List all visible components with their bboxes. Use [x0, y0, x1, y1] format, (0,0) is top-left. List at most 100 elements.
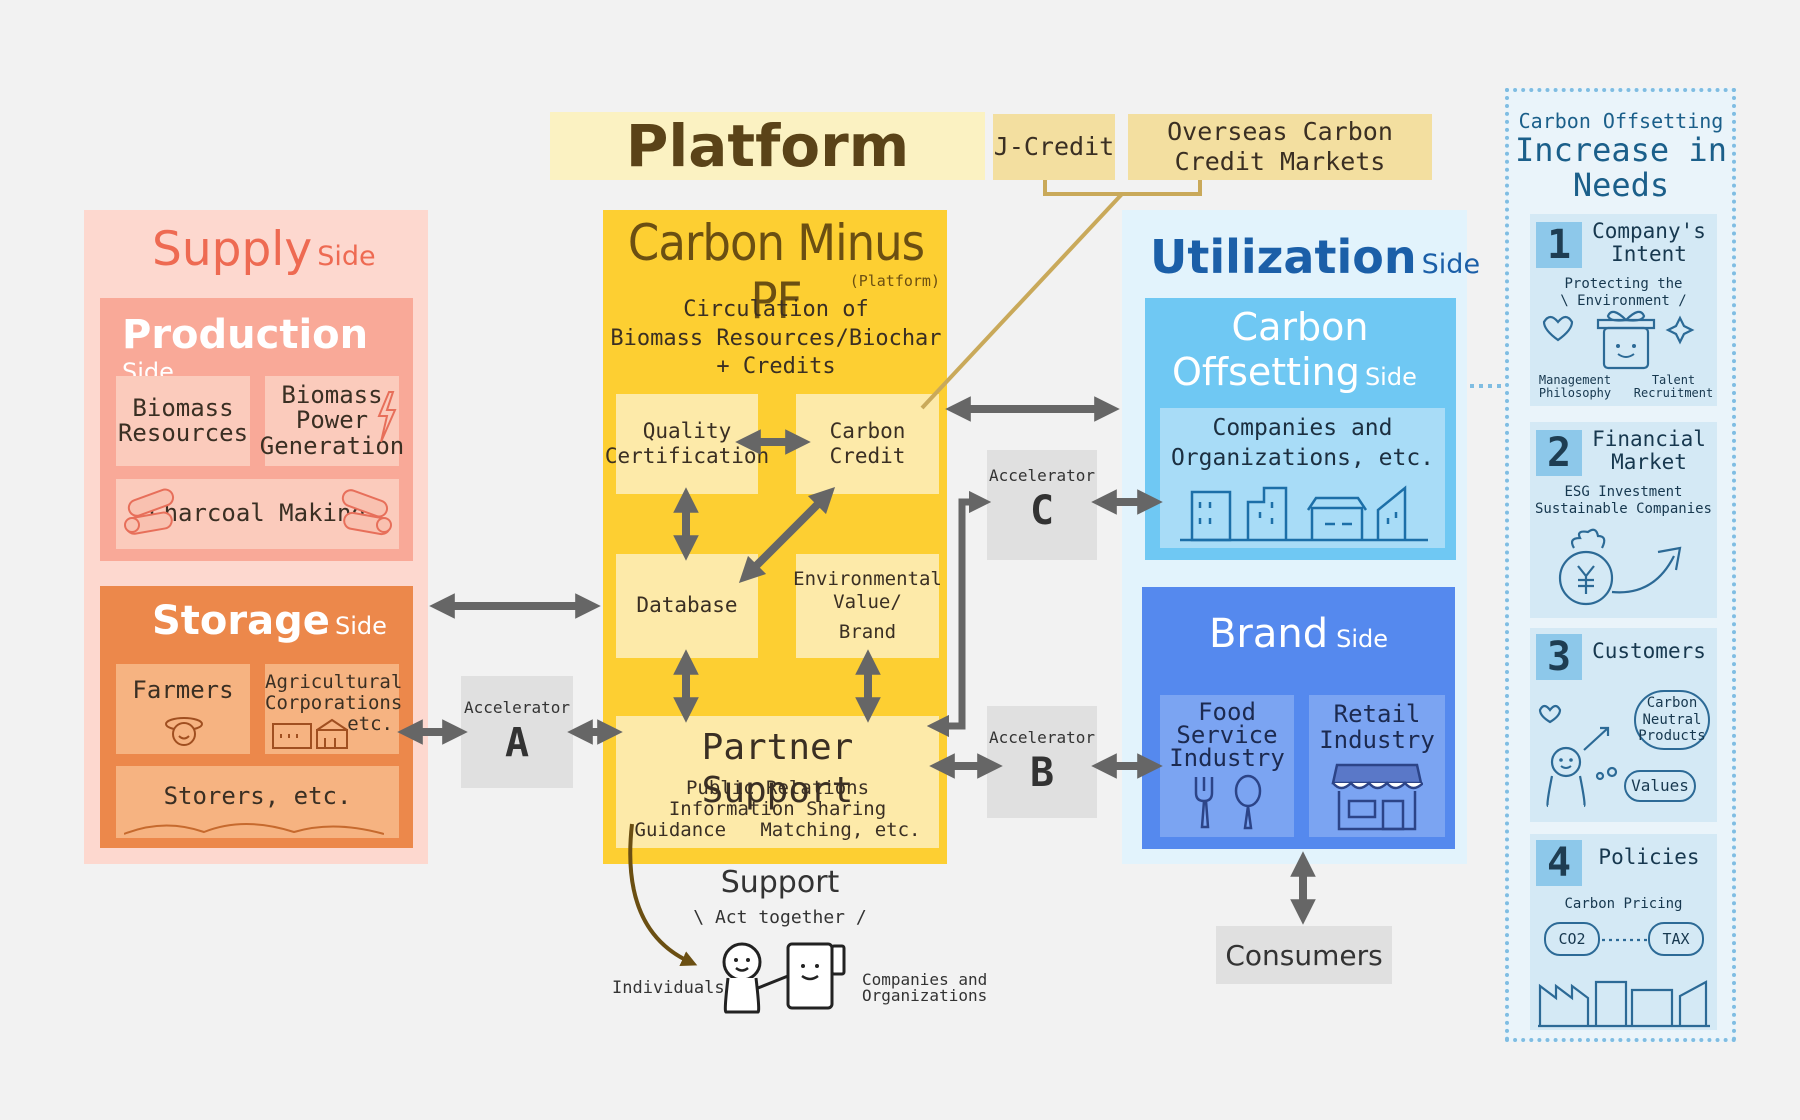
need-1-foot-right: Talent Recruitment [1630, 373, 1717, 400]
need-1-sub-line-1: Protecting the [1564, 276, 1683, 292]
accelerator-c-label: Accelerator [989, 466, 1095, 485]
overseas-line-1: Overseas Carbon [1167, 117, 1393, 146]
city-buildings-icon [1180, 485, 1428, 542]
consumers-box: Consumers [1216, 926, 1392, 984]
needs-heading-small: Carbon Offsetting [1518, 108, 1724, 133]
biomass-resources-line-2: Resources [117, 419, 249, 447]
food-line-1: Food [1198, 698, 1256, 726]
companies-orgs-box: Companies and Organizations, etc. [1160, 408, 1445, 548]
biomass-power-line-2: Power [295, 406, 369, 435]
need-3-title: Customers [1592, 639, 1706, 663]
agricultural-corporations-box: Agricultural Corporations etc. [265, 664, 403, 754]
pf-subtitle: (Platform) [849, 272, 940, 290]
pf-desc-line-2: Biomass Resources/Biochar [610, 325, 942, 351]
lightning-icon [377, 391, 397, 443]
env-value-line-3: Brand [838, 621, 897, 644]
co2-cloud-label: CO2 [1544, 922, 1600, 956]
money-bag-growth-icon [1558, 528, 1682, 606]
bubble-line-2: Neutral [1642, 711, 1702, 728]
partner-support-box: Partner Support Public Relations Informa… [616, 716, 939, 848]
storage-side-word: Side [334, 612, 387, 640]
need-1-title-line-2: Intent [1611, 242, 1687, 267]
need-1-sub-line-2: \ Environment / [1560, 292, 1687, 309]
need-card-policies: 4 Policies Carbon Pricing CO2 TAX [1530, 834, 1717, 1030]
biomass-resources-line-1: Biomass [132, 393, 234, 422]
production-title-word: Production [122, 312, 369, 358]
accelerator-a: Accelerator A [461, 676, 573, 788]
credit-market-link-line [920, 192, 1124, 410]
storers-label: Storers, etc. [163, 782, 352, 810]
partner-line-2: Information Sharing [668, 797, 887, 820]
pf-desc-line-3: + Credits [716, 354, 836, 380]
need-2-sub-line-1: ESG Investment [1564, 484, 1683, 500]
retail-line-2: Industry [1319, 726, 1435, 755]
tax-bag-label: TAX [1648, 922, 1704, 956]
charcoal-making-box: Charcoal Making [116, 479, 399, 549]
people-holding-hands-icon [722, 942, 846, 1014]
need-number-4: 4 [1536, 840, 1582, 886]
field-hills-icon [124, 823, 384, 835]
orgs-line-2: Organizations, etc. [1170, 444, 1435, 471]
retail-industry-box: Retail Industry [1309, 695, 1445, 837]
supply-title-word: Supply [152, 222, 313, 277]
need-1-foot-left: Management Philosophy [1530, 373, 1620, 400]
need-1-title: Company's Intent [1586, 219, 1712, 267]
offset-title-line-1: Carbon [1231, 305, 1369, 349]
need-2-sub: ESG Investment Sustainable Companies [1530, 484, 1717, 518]
quality-certification-box: Quality Certification [605, 394, 769, 494]
individuals-label: Individuals [612, 978, 725, 998]
database-label: Database [636, 593, 738, 618]
accelerator-a-label: Accelerator [464, 698, 570, 717]
orgs-line-1: Companies and [1212, 415, 1393, 441]
overseas-line-2: Credit Markets [1174, 147, 1386, 176]
carbon-neutral-bubble: Carbon Neutral Products [1634, 690, 1710, 750]
support-subtitle: \ Act together / [693, 906, 867, 928]
need-4-sub: Carbon Pricing [1564, 896, 1683, 912]
needs-heading-line-2: Needs [1572, 166, 1670, 204]
companies-orgs-support-label: Companies and Organizations [862, 972, 1022, 1012]
need-card-company-intent: 1 Company's Intent Protecting the \ Envi… [1530, 214, 1717, 406]
cutlery-icon [1194, 774, 1262, 830]
platform-title: Platform [550, 112, 985, 180]
needs-heading-line-1: Increase in [1515, 130, 1727, 169]
partner-line-3: Guidance Matching, etc. [634, 818, 921, 841]
brand-side-title: Brand Side [1142, 608, 1455, 660]
carbon-credit-box: Carbon Credit [796, 394, 939, 494]
farmers-label: Farmers [132, 676, 234, 704]
offset-side-word: Side [1364, 363, 1417, 391]
farmer-face-icon [165, 717, 203, 746]
storers-box: Storers, etc. [116, 766, 399, 838]
storage-side-title: Storage Side [152, 598, 402, 650]
need-2-title: Financial Market [1586, 427, 1712, 474]
pf-description: Circulation of Biomass Resources/Biochar… [608, 294, 944, 384]
accelerator-c: Accelerator C [987, 450, 1097, 560]
utilization-side-title: Utilization Side [1150, 230, 1480, 290]
retail-line-1: Retail [1333, 700, 1421, 728]
accelerator-b: Accelerator B [987, 706, 1097, 818]
need-1-title-line-1: Company's [1592, 219, 1706, 243]
need-number-2: 2 [1536, 430, 1582, 476]
biomass-power-box: Biomass Power Generation [260, 376, 404, 466]
credit-market-bracket [1043, 180, 1202, 196]
carbon-credit-line-2: Credit [829, 444, 906, 468]
storage-title-word: Storage [152, 598, 330, 644]
agri-line-3: etc. [347, 712, 393, 735]
agri-line-2: Corporations [265, 691, 403, 714]
need-number-1: 1 [1536, 222, 1582, 268]
support-title: Support [720, 864, 840, 900]
food-service-box: Food Service Industry [1160, 695, 1294, 837]
charcoal-making-label: Charcoal Making [149, 499, 366, 528]
storefront-icon [1331, 763, 1423, 831]
carbon-credit-line-1: Carbon [829, 418, 906, 443]
j-credit-label: J-Credit [993, 114, 1115, 180]
env-value-line-2: Value/ [833, 590, 902, 613]
farmers-box: Farmers [116, 664, 250, 754]
needs-heading: Carbon Offsetting Increase in Needs [1510, 106, 1732, 206]
need-1-foot-left-line-1: Management [1538, 373, 1612, 387]
supply-side-title: Supply Side [152, 222, 392, 284]
quality-line-1: Quality [642, 418, 732, 443]
overseas-credit-markets-label: Overseas Carbon Credit Markets [1128, 114, 1432, 180]
thinking-person-icon [1538, 704, 1618, 808]
food-line-3: Industry [1169, 743, 1285, 772]
offset-title-word: Offsetting [1172, 350, 1360, 394]
